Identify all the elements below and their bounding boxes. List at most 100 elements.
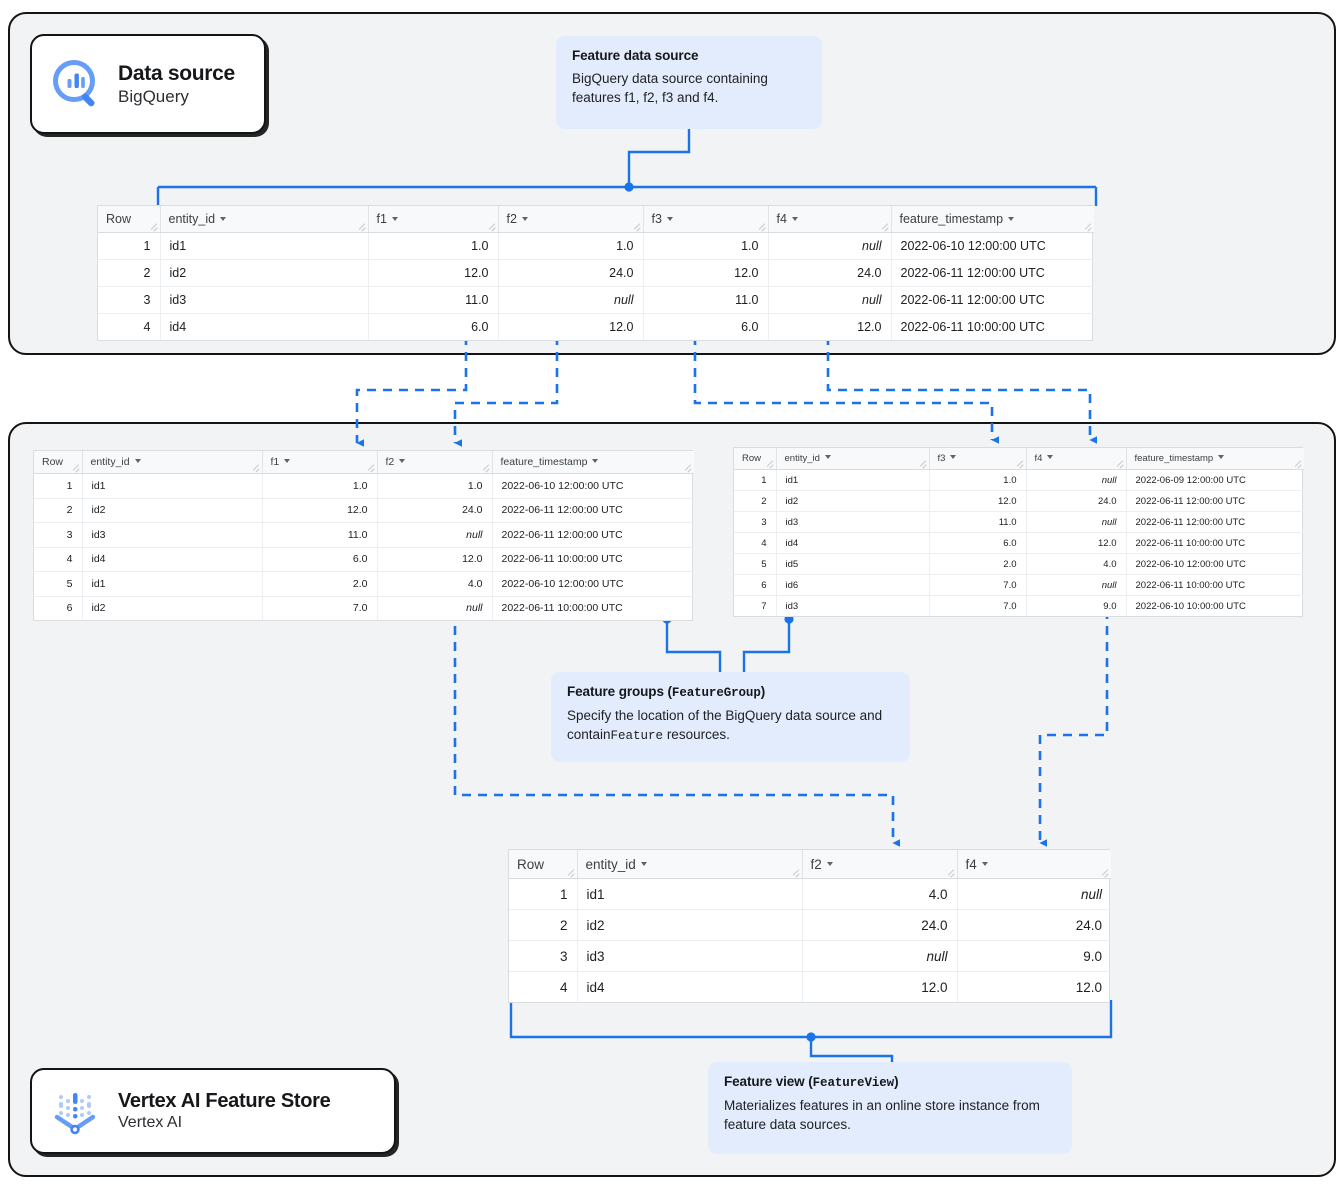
cell-value: 24.0	[377, 498, 493, 523]
cell-row-number: 6	[34, 596, 83, 620]
column-header-entity_id[interactable]: entity_id	[82, 451, 263, 474]
chevron-down-icon[interactable]	[1008, 216, 1015, 221]
cell-row-number: 3	[734, 511, 777, 533]
cell-value: 1.0	[498, 232, 644, 260]
column-header-f2[interactable]: f2	[377, 451, 493, 474]
column-resize-handle[interactable]	[918, 458, 927, 469]
cell-row-number: 4	[98, 313, 161, 340]
cell-row-number: 7	[734, 595, 777, 616]
cell-null: null	[1026, 469, 1127, 491]
column-header-f3[interactable]: f3	[643, 206, 769, 233]
column-resize-handle[interactable]	[149, 221, 158, 232]
callout-feature-data-source: Feature data source BigQuery data source…	[556, 36, 822, 129]
chevron-down-icon[interactable]	[284, 459, 291, 464]
cell-timestamp: 2022-06-11 10:00:00 UTC	[492, 547, 694, 572]
column-resize-handle[interactable]	[481, 462, 490, 473]
cell-row-number: 2	[98, 259, 161, 287]
column-header-f4[interactable]: f4	[768, 206, 892, 233]
chevron-down-icon[interactable]	[666, 216, 673, 221]
chevron-down-icon[interactable]	[824, 455, 831, 460]
chevron-down-icon[interactable]	[592, 459, 599, 464]
chevron-down-icon[interactable]	[220, 216, 227, 221]
cell-value: 12.0	[643, 259, 769, 287]
cell-row-number: 4	[34, 547, 83, 572]
column-header-f2[interactable]: f2	[802, 850, 958, 879]
cell-timestamp: 2022-06-10 12:00:00 UTC	[1126, 553, 1304, 575]
column-resize-handle[interactable]	[1293, 458, 1302, 469]
column-header-feature_timestamp[interactable]: feature_timestamp	[891, 206, 1094, 233]
chevron-down-icon[interactable]	[521, 216, 528, 221]
column-header-row[interactable]: Row	[509, 850, 578, 879]
column-resize-handle[interactable]	[1015, 458, 1024, 469]
column-resize-handle[interactable]	[487, 221, 496, 232]
column-resize-handle[interactable]	[765, 458, 774, 469]
column-resize-handle[interactable]	[632, 221, 641, 232]
column-resize-handle[interactable]	[251, 462, 260, 473]
cell-entity-id: id4	[82, 547, 263, 572]
column-header-f4[interactable]: f4	[957, 850, 1111, 879]
column-resize-handle[interactable]	[1100, 867, 1109, 878]
cell-row-number: 6	[734, 574, 777, 596]
column-header-entity_id[interactable]: entity_id	[577, 850, 803, 879]
column-resize-handle[interactable]	[71, 462, 80, 473]
column-resize-handle[interactable]	[366, 462, 375, 473]
chevron-down-icon[interactable]	[640, 861, 647, 866]
chevron-down-icon[interactable]	[791, 216, 798, 221]
cell-timestamp: 2022-06-10 12:00:00 UTC	[492, 571, 694, 597]
callout-title: Feature data source	[572, 48, 699, 63]
callout-title-close: )	[894, 1074, 899, 1089]
column-resize-handle[interactable]	[1083, 221, 1092, 232]
chevron-down-icon[interactable]	[826, 861, 833, 866]
chevron-down-icon[interactable]	[1047, 455, 1054, 460]
column-header-row[interactable]: Row	[34, 451, 83, 474]
badge-title: Vertex AI Feature Store	[118, 1089, 331, 1112]
column-header-f2[interactable]: f2	[498, 206, 644, 233]
column-resize-handle[interactable]	[791, 867, 800, 878]
cell-value: 6.0	[929, 532, 1027, 554]
cell-entity-id: id1	[577, 878, 803, 910]
chevron-down-icon[interactable]	[134, 459, 141, 464]
column-header-feature_timestamp[interactable]: feature_timestamp	[492, 451, 694, 474]
chevron-down-icon[interactable]	[399, 459, 406, 464]
cell-value: 1.0	[368, 232, 499, 260]
column-resize-handle[interactable]	[757, 221, 766, 232]
callout-title-text: Feature groups (	[567, 684, 672, 699]
cell-value: 1.0	[262, 473, 378, 499]
column-resize-handle[interactable]	[1115, 458, 1124, 469]
cell-entity-id: id2	[160, 259, 369, 287]
badge-vertex-ai-feature-store: Vertex AI Feature Store Vertex AI	[30, 1068, 396, 1154]
column-header-row[interactable]: Row	[734, 448, 777, 470]
cell-value: 24.0	[498, 259, 644, 287]
column-resize-handle[interactable]	[880, 221, 889, 232]
cell-value: 12.0	[368, 259, 499, 287]
chevron-down-icon[interactable]	[1218, 455, 1225, 460]
cell-value: 11.0	[262, 522, 378, 548]
column-header-f1[interactable]: f1	[368, 206, 499, 233]
column-header-f1[interactable]: f1	[262, 451, 378, 474]
column-header-f3[interactable]: f3	[929, 448, 1027, 470]
column-resize-handle[interactable]	[683, 462, 692, 473]
column-header-entity_id[interactable]: entity_id	[160, 206, 369, 233]
column-resize-handle[interactable]	[566, 867, 575, 878]
chevron-down-icon[interactable]	[391, 216, 398, 221]
chevron-down-icon[interactable]	[981, 861, 988, 866]
cell-timestamp: 2022-06-10 12:00:00 UTC	[891, 232, 1094, 260]
column-header-entity_id[interactable]: entity_id	[776, 448, 930, 470]
cell-value: 24.0	[1026, 490, 1127, 512]
chevron-down-icon[interactable]	[950, 455, 957, 460]
callout-title-code: FeatureGroup	[671, 686, 761, 700]
column-resize-handle[interactable]	[357, 221, 366, 232]
column-header-f4[interactable]: f4	[1026, 448, 1127, 470]
column-header-row[interactable]: Row	[98, 206, 161, 233]
cell-value: 12.0	[1075, 979, 1102, 995]
column-resize-handle[interactable]	[946, 867, 955, 878]
column-header-feature_timestamp[interactable]: feature_timestamp	[1126, 448, 1304, 470]
